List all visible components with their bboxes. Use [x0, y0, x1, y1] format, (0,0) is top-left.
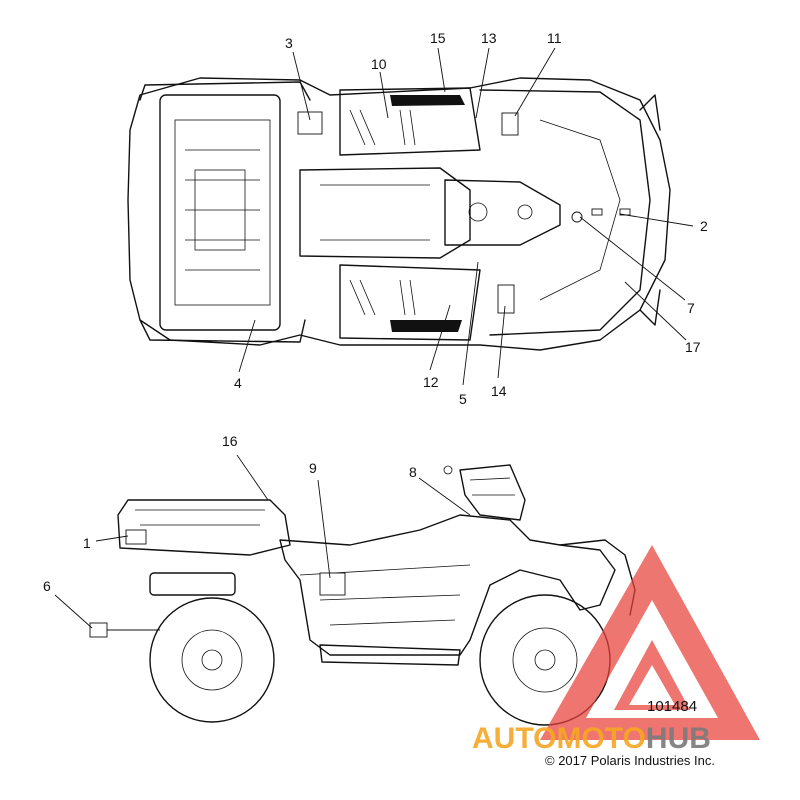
callout-16: 16 — [222, 433, 238, 449]
copyright-notice: © 2017 Polaris Industries Inc. — [545, 753, 715, 768]
triangle-logo-icon — [540, 545, 760, 740]
watermark-brand: AUTOMOTOHUB — [472, 722, 711, 755]
callout-17: 17 — [685, 339, 701, 355]
side-view-atv — [89, 464, 636, 726]
callout-15: 15 — [430, 30, 446, 46]
callout-14: 14 — [491, 383, 507, 399]
callout-10: 10 — [371, 56, 387, 72]
callout-7: 7 — [687, 300, 695, 316]
callout-1: 1 — [83, 535, 91, 551]
brand-part-2: HUB — [646, 722, 711, 755]
watermark-logo — [540, 545, 760, 740]
callout-12: 12 — [423, 374, 439, 390]
leader-lines — [54, 47, 694, 631]
callout-6: 6 — [43, 578, 51, 594]
callout-5: 5 — [459, 391, 467, 407]
callout-labels: 1 2 3 4 5 6 7 8 9 10 11 12 13 14 15 16 1… — [43, 30, 708, 594]
callout-9: 9 — [309, 460, 317, 476]
top-view-atv — [127, 77, 671, 351]
callout-8: 8 — [409, 464, 417, 480]
brand-part-1: AUTOMOTO — [472, 722, 646, 755]
callout-13: 13 — [481, 30, 497, 46]
callout-3: 3 — [285, 35, 293, 51]
callout-2: 2 — [700, 218, 708, 234]
callout-11: 11 — [547, 30, 562, 46]
reference-number: 101484 — [647, 698, 697, 715]
svg-text:AUTOMOTOHUB: AUTOMOTOHUB — [472, 722, 711, 755]
callout-4: 4 — [234, 375, 242, 391]
